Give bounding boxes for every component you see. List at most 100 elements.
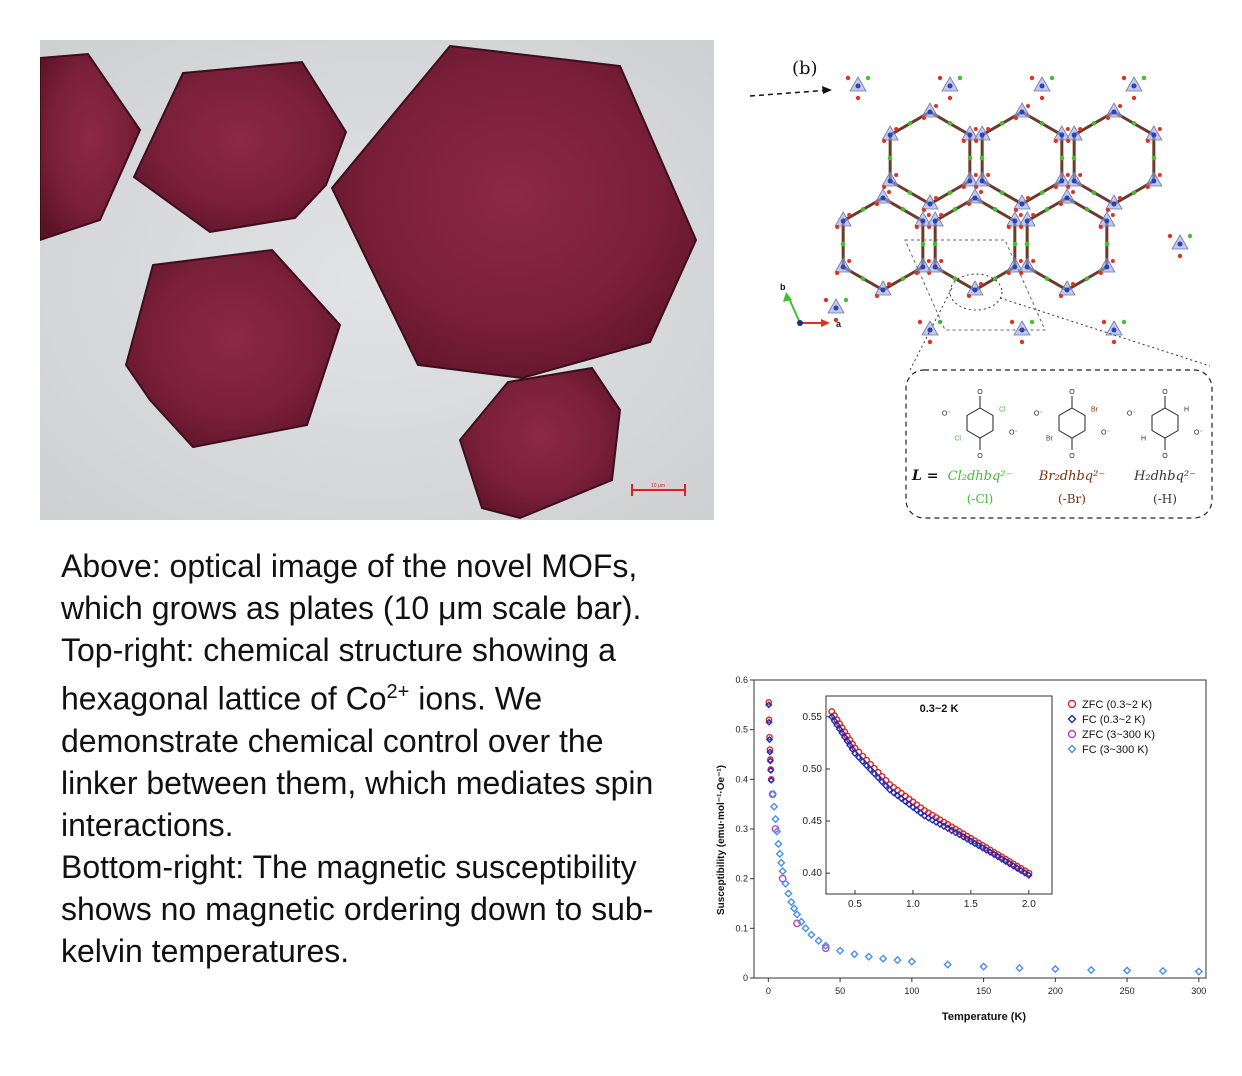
inset-data-point [947,826,956,835]
data-point [769,802,779,811]
ligand-sub-br: (-Br) [1058,492,1086,506]
lattice-ring [933,196,1017,292]
cobalt-node [1053,171,1071,189]
legend-entry: FC (0.3~2 K) [1082,714,1145,726]
data-point [771,825,780,833]
chlorine-atom [1039,190,1045,195]
inset-data-point [990,850,998,859]
svg-text:O: O [977,453,983,460]
cobalt-node [914,211,932,229]
inset-data-point [846,741,854,750]
y-tick-label: 0 [743,973,748,983]
main-data-points [765,699,1204,976]
data-point [850,949,859,959]
x-tick-label: 200 [1048,986,1063,996]
inset-y-tick-label: 0.45 [803,816,823,827]
cobalt-node [1058,188,1076,206]
inset-data-point [970,839,979,848]
inset-data-point [978,844,987,852]
cobalt-node [1105,102,1123,120]
cobalt-node [874,188,892,206]
cobalt-node [1058,280,1076,298]
data-point [807,930,816,939]
data-point [767,766,775,773]
axis-b-label: b [780,282,786,292]
data-point [864,952,873,961]
inset-data-point [851,749,859,758]
svg-text:Br: Br [1091,407,1099,414]
data-point [775,849,785,859]
data-point [787,897,796,907]
inset-data-point [932,818,940,826]
chlorine-atom [947,190,953,195]
svg-text:O: O [1162,453,1168,460]
crystal-plate-bottom [458,366,622,520]
legend-entry: ZFC (3~300 K) [1082,729,1155,741]
crystal-plate-left [40,52,142,242]
cobalt-node [973,125,991,143]
chlorine-atom [1084,276,1090,281]
outer-linker [1101,319,1127,345]
chlorine-atom [992,207,998,212]
cobalt-node [1098,257,1116,275]
legend-entry: ZFC (0.3~2 K) [1082,699,1152,711]
data-point [789,904,799,913]
inset-data-point [928,816,937,824]
chlorine-atom [979,155,985,161]
data-point [765,718,773,726]
x-tick-label: 100 [904,986,919,996]
cobalt-node [1013,102,1031,120]
svg-text:Cl: Cl [954,436,961,443]
inset-data-point [885,785,894,794]
inset-data-point [986,848,994,856]
data-point [821,941,830,950]
data-point [784,889,793,898]
ligand-formula-h: H₂dhbq²⁻ [1133,469,1196,484]
cobalt-node [1018,257,1036,275]
svg-text:O⁻: O⁻ [1034,411,1043,418]
inset-data-point [951,828,960,837]
inset-data-point [840,733,849,741]
data-point [765,736,774,744]
caption-structure-pre: Top-right: chemical structure showing a … [61,632,616,717]
data-point [1122,966,1132,975]
chlorine-atom [887,155,893,161]
cobalt-node [1105,194,1123,212]
chlorine-atom [900,207,906,212]
data-point [781,879,790,888]
inset-frame [825,695,1053,895]
ligand-prefix: L = [911,468,938,484]
data-point [771,814,780,824]
inset-x-tick-label: 1.0 [906,899,920,910]
chlorine-atom [1044,207,1050,212]
inset-data-point [1013,864,1022,873]
chlorine-atom [1091,121,1097,126]
data-point [767,766,775,774]
cobalt-node [1145,171,1163,189]
crystal-plate-large [330,44,698,380]
inset-data-point [940,822,948,831]
svg-text:H: H [1141,436,1146,443]
y-tick-label: 0.2 [735,874,748,884]
ligand-formula-br: Br₂dhbq²⁻ [1038,469,1105,484]
inset-data-point [920,812,929,820]
cobalt-node [1018,211,1036,229]
outer-linker [1029,75,1055,101]
y-tick-label: 0.4 [735,774,748,784]
inset-data-point [830,717,839,725]
unit-cell [904,239,1046,331]
data-point [772,827,782,836]
chlorine-atom [920,241,926,247]
data-point [835,946,845,955]
axis-a-label: a [836,319,842,329]
cobalt-node [1065,125,1083,143]
svg-text:O: O [1162,389,1168,396]
cobalt-node [1053,125,1071,143]
ligand-sub-h: (-H) [1153,492,1177,506]
ligand-sub-cl: (-Cl) [967,492,993,506]
inset-data-point [878,777,886,786]
inset-data-point [959,833,967,841]
